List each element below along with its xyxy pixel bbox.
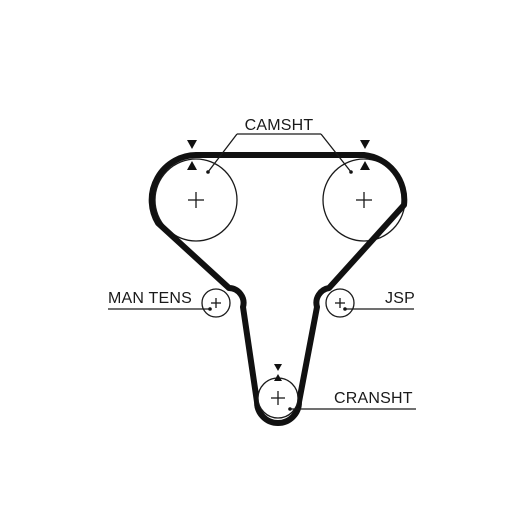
camshaft-label: CAMSHT [245, 117, 314, 134]
crankshaft-callout: CRANSHT [290, 390, 416, 410]
idler-label: JSP [385, 290, 415, 307]
timing-belt [148, 152, 408, 426]
camshaft-callout: CAMSHT [207, 117, 352, 173]
crank-timing-mark [274, 364, 282, 381]
tensioner-pulley [201, 288, 231, 318]
left-camshaft-pulley [154, 158, 238, 242]
crankshaft-label: CRANSHT [334, 390, 413, 407]
tensioner-label: MAN TENS [108, 290, 192, 307]
idler-pulley [325, 288, 355, 318]
crankshaft-pulley [257, 377, 299, 419]
idler-callout: JSP [345, 290, 415, 310]
tensioner-callout: MAN TENS [108, 290, 210, 310]
